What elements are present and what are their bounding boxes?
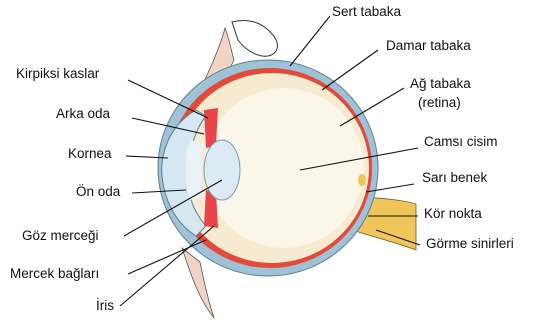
label-choroid: Damar tabaka [386, 38, 471, 54]
label-ciliary-muscles: Kirpiksi kaslar [16, 66, 99, 82]
label-suspensory-ligaments: Mercek bağları [10, 266, 99, 282]
label-iris: İris [96, 298, 114, 314]
label-cornea: Kornea [68, 146, 112, 162]
yellow-spot [358, 174, 366, 186]
label-posterior-chamber: Arka oda [56, 106, 110, 122]
label-sclera: Sert tabaka [332, 4, 401, 20]
label-anterior-chamber: Ön oda [76, 184, 120, 200]
label-blind-spot: Kör nokta [424, 206, 482, 222]
label-vitreous-body: Camsı cisim [424, 134, 498, 150]
label-optic-nerve: Görme sinirleri [426, 236, 514, 252]
label-lens: Göz merceği [22, 228, 99, 244]
label-retina: Ağ tabaka [410, 76, 471, 92]
label-retina-paren: (retina) [418, 95, 461, 111]
lens [204, 140, 240, 200]
label-yellow-spot: Sarı benek [422, 170, 487, 186]
upper-eyelashes [232, 21, 277, 57]
